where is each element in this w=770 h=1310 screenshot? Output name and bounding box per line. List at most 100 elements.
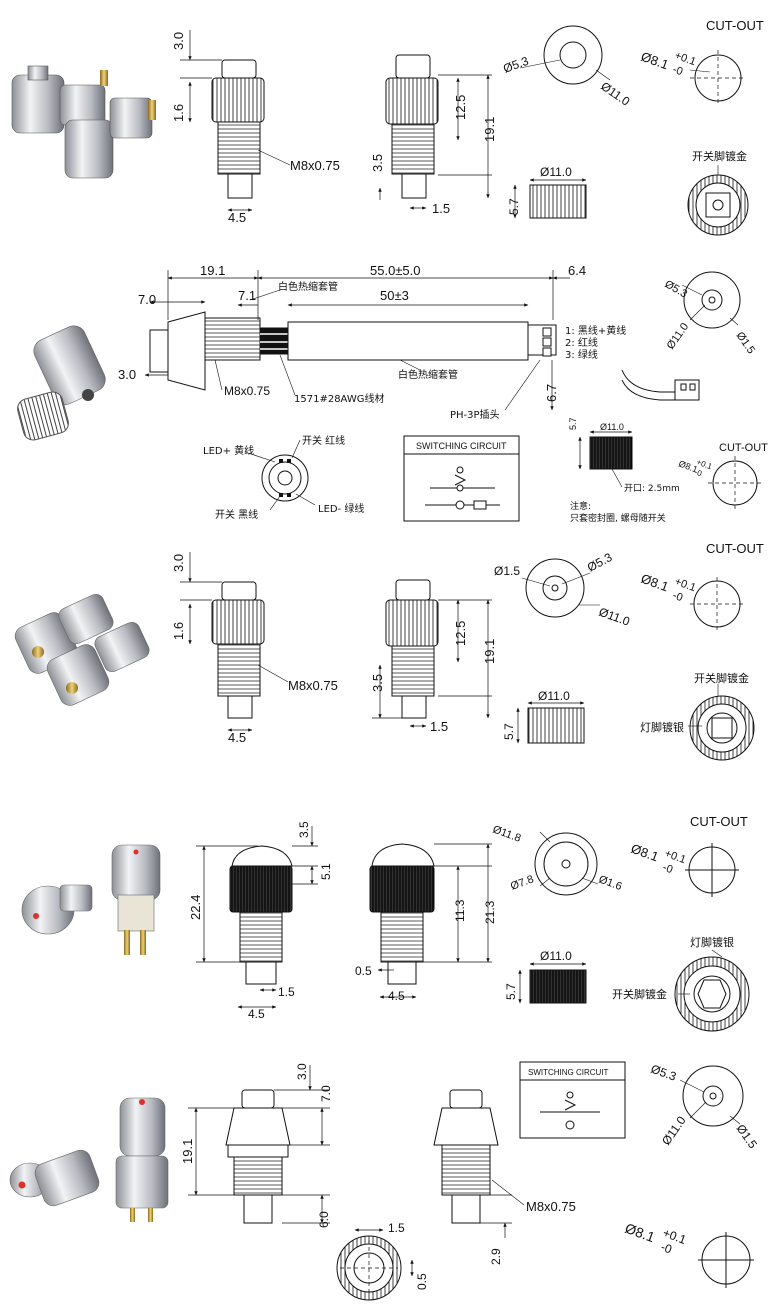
row4-dim-3.5: 3.5 (297, 821, 311, 838)
row4-back-view (674, 949, 750, 1032)
row3-tol-minus: -0 (671, 590, 684, 605)
row4-dim-5.1: 5.1 (319, 863, 333, 880)
row1-tol-minus: -0 (671, 64, 684, 79)
row5-dia-11.0: Ø11.0 (659, 1113, 689, 1147)
row1-cutout-hole: Ø8.1 (639, 49, 671, 73)
row2-dim-6.7: 6.7 (544, 384, 559, 402)
row4-dia-1.6: Ø1.6 (597, 874, 624, 893)
row2-dim-55: 55.0±5.0 (370, 263, 421, 278)
row5-top-view (679, 1065, 744, 1127)
row3-dim-12.5: 12.5 (453, 621, 468, 646)
row3-dim-3.0: 3.0 (171, 554, 186, 572)
row1-dim-4.5: 4.5 (228, 210, 246, 225)
row1-thread-label: M8x0.75 (290, 158, 340, 173)
row5-dia-1.5: Ø1.5 (734, 1122, 761, 1152)
row4-note-gold: 开关脚镀金 (612, 987, 667, 1001)
row2-dim-7.1: 7.1 (238, 288, 256, 303)
row4-side-view-b (369, 843, 492, 999)
row2-switching-circuit (403, 435, 520, 522)
row4-dia-11.8: Ø11.8 (491, 824, 523, 845)
row1-back-view (687, 165, 749, 236)
row2-pin-switch-red: 开关 红线 (302, 434, 345, 447)
row3-dia-5.3: Ø5.3 (585, 550, 615, 575)
row1-nut-dia: Ø11.0 (540, 165, 572, 179)
row4-dim-21.3: 21.3 (483, 900, 497, 924)
row5-tol-minus: -0 (659, 1240, 674, 1257)
row3-nut-view (516, 701, 585, 744)
row4-cutout-hole: Ø8.1 (629, 841, 661, 865)
row3-back-view (688, 684, 755, 761)
row2-sleeve-label-2: 白色热缩套管 (398, 368, 458, 381)
row3-nut-height: 5.7 (502, 723, 516, 740)
row5-dim-1.5: 1.5 (388, 1221, 405, 1235)
row5-dim-19.1: 19.1 (180, 1139, 195, 1164)
row2-pin-led-plus: LED+ 黄线 (203, 444, 254, 457)
row3-nut-dia: Ø11.0 (538, 689, 570, 703)
row3-dim-1.5: 1.5 (430, 719, 448, 734)
row2-nut-view (578, 430, 633, 488)
row5-cutout-hole: Ø8.1 (623, 1220, 657, 1245)
row4-cutout-title: CUT-OUT (690, 814, 748, 829)
row2-legend-1: 1: 黑线+黄线 (565, 324, 626, 337)
row2-legend-3: 3: 绿线 (565, 348, 598, 361)
row2-sleeve-label-1: 白色热缩套管 (278, 280, 338, 293)
row2-plug-label: PH-3P插头 (450, 408, 500, 421)
row2-opening: 开口: 2.5mm (624, 483, 680, 494)
row2-wire-label: 1571#28AWG线材 (294, 392, 384, 405)
row1-dim-19.1: 19.1 (482, 117, 497, 142)
row2-pinout-view (244, 439, 316, 511)
row4-dim-1.5: 1.5 (278, 985, 295, 999)
row5-dia-5.3: Ø5.3 (649, 1062, 679, 1084)
row4-note-silver: 灯脚镀银 (690, 935, 734, 949)
row2-nut-height: 5.7 (568, 417, 578, 430)
row3-thread-label: M8x0.75 (288, 678, 338, 693)
row3-product-photo (14, 593, 150, 706)
row2-cutout-title: CUT-OUT (719, 442, 768, 454)
row2-legend-2: 2: 红线 (565, 336, 598, 349)
row1-cutout-title: CUT-OUT (706, 18, 764, 33)
row4-dim-0.5: 0.5 (355, 964, 372, 978)
row2-note-title: 注意: (570, 500, 591, 512)
row3-cutout-hole: Ø8.1 (639, 571, 671, 595)
row1-dim-3.0: 3.0 (171, 32, 186, 50)
row2-thread-label: M8x0.75 (224, 384, 270, 398)
row2-dim-3.0: 3.0 (118, 367, 136, 382)
row2-pin-led-minus: LED- 绿线 (318, 502, 364, 515)
row2-plug-detail (621, 369, 700, 401)
row2-circuit-title: SWITCHING CIRCUIT (416, 441, 507, 451)
row5-product-photo (9, 1097, 169, 1222)
row1-nut-height: 5.7 (507, 198, 521, 215)
row1-top-view (519, 25, 611, 85)
row5-switching-circuit (519, 1061, 626, 1139)
row1-dim-3.5: 3.5 (370, 154, 385, 172)
row2-dim-19.1: 19.1 (200, 263, 225, 278)
row1-nut-view (513, 178, 587, 219)
row2-note-text: 只套密封圈, 螺母随开关 (570, 512, 666, 524)
row5-bottom-view (336, 1228, 414, 1301)
row4-dim-22.4: 22.4 (188, 895, 203, 920)
row3-dim-4.5: 4.5 (228, 730, 246, 745)
row5-dim-0.5: 0.5 (415, 1273, 429, 1290)
row4-top-view (534, 831, 599, 896)
row3-note-gold: 开关脚镀金 (694, 671, 749, 685)
row4-dim-11.3: 11.3 (453, 899, 467, 922)
row4-nut-view (518, 962, 587, 1004)
row5-side-view-b (433, 1089, 525, 1238)
row3-dim-1.6: 1.6 (171, 622, 186, 640)
row3-cutout (690, 577, 744, 631)
row3-side-view-a (180, 552, 289, 732)
row5-thread-label: M8x0.75 (526, 1199, 576, 1214)
row1-cutout (689, 50, 746, 106)
row1-note-gold: 开关脚镀金 (692, 149, 747, 163)
row4-nut-dia: Ø11.0 (540, 949, 572, 963)
row3-side-view-b (372, 579, 492, 728)
row3-dia-1.5: Ø1.5 (494, 564, 520, 578)
row5-dim-7.0: 7.0 (319, 1085, 333, 1102)
row4-side-view-a (196, 826, 318, 1009)
row4-dim-4.5b: 4.5 (388, 989, 405, 1003)
row1-side-view-a (180, 30, 291, 212)
row2-cable-assembly (144, 270, 570, 411)
row5-side-view-a (188, 1065, 330, 1224)
